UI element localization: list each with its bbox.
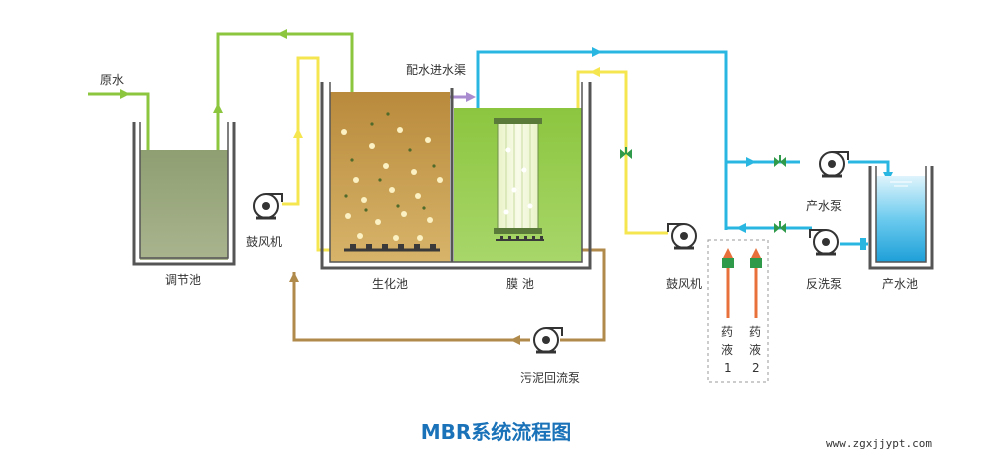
arrow-icon <box>466 92 476 102</box>
sludge-return-pipe <box>292 248 606 342</box>
diagram-title: MBR系统流程图 <box>421 420 572 444</box>
chem2-dosing-arrow <box>750 248 762 318</box>
chem2-label-1: 药 <box>749 325 761 339</box>
chem1-dosing-arrow <box>722 248 734 318</box>
chem2-label-2: 液 <box>749 342 761 357</box>
chem1-label-3: 1 <box>724 361 732 375</box>
arrow-icon <box>293 128 303 138</box>
bio-tank-water <box>330 92 450 262</box>
valve-icon <box>774 155 786 167</box>
membrane-module <box>497 121 539 231</box>
blower-left-label: 鼓风机 <box>246 235 282 249</box>
product-tank-water <box>876 176 926 262</box>
chem2-label-3: 2 <box>752 361 760 375</box>
arrow-icon <box>590 67 600 77</box>
raw-water-pipe <box>88 92 150 152</box>
raw-water-label: 原水 <box>100 73 124 87</box>
bio-tank-particles <box>344 112 436 212</box>
chem1-label-2: 液 <box>721 342 733 357</box>
bio-tank-bubbles <box>341 127 443 241</box>
equalization-tank-label: 调节池 <box>165 273 201 287</box>
arrow-icon <box>277 29 287 39</box>
arrow-icon <box>289 272 299 282</box>
watermark: www.zgxjjypt.com <box>826 437 932 450</box>
inlet-channel-label: 配水进水渠 <box>406 63 466 77</box>
blower-left-pump-icon <box>253 193 283 220</box>
arrow-icon <box>120 89 130 99</box>
equalization-tank-wall <box>132 122 236 266</box>
blower-right-label: 鼓风机 <box>666 277 702 291</box>
flange-icon <box>860 238 866 250</box>
backwash-pump-icon <box>809 229 839 256</box>
arrow-icon <box>510 335 520 345</box>
arrow-icon <box>592 47 602 57</box>
arrow-icon <box>746 157 756 167</box>
product-tank-label: 产水池 <box>882 277 918 291</box>
sludge-pump-icon <box>533 327 563 354</box>
equalization-tank-water <box>140 150 228 260</box>
backwash-pump-label: 反洗泵 <box>806 277 842 291</box>
product-pump-icon <box>819 151 849 178</box>
chem-dosing-box <box>707 239 769 383</box>
product-tank-wall <box>868 166 934 270</box>
chem1-label-1: 药 <box>721 325 733 339</box>
membrane-tank-label: 膜 池 <box>506 277 534 291</box>
valve-icon <box>620 147 632 159</box>
blower-right-pump-icon <box>667 223 697 250</box>
bio-tank-label: 生化池 <box>372 277 408 291</box>
arrow-icon <box>213 103 223 113</box>
bio-tank-wall <box>320 82 592 270</box>
valve-icon <box>774 221 786 233</box>
product-pump-label: 产水泵 <box>806 199 842 213</box>
arrow-icon <box>736 223 746 233</box>
sludge-pump-label: 污泥回流泵 <box>520 371 580 385</box>
